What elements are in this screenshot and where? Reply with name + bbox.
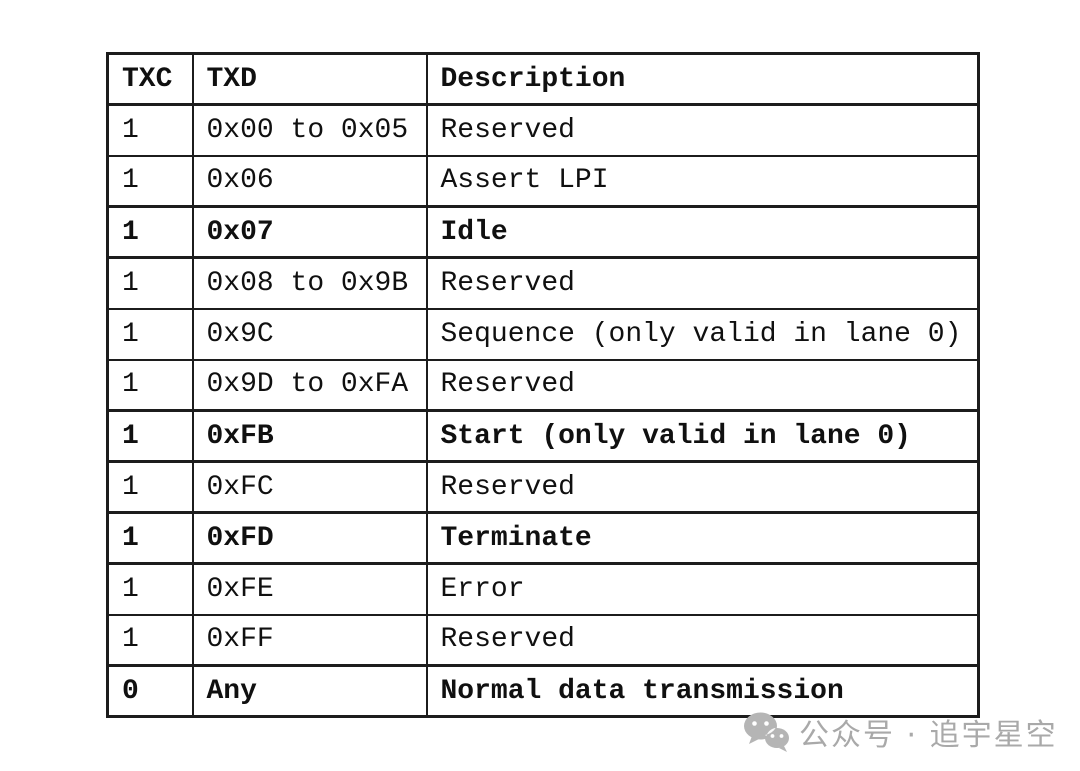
cell-txc: 1 bbox=[106, 460, 194, 514]
cell-txc: 1 bbox=[106, 613, 194, 667]
cell-description: Error bbox=[425, 562, 980, 616]
cell-description: Sequence (only valid in lane 0) bbox=[425, 307, 980, 361]
cell-txd: 0x9C bbox=[191, 307, 428, 361]
cell-txd: 0x06 bbox=[191, 154, 428, 208]
watermark: 公众号 · 追宇星空 bbox=[742, 706, 1058, 758]
cell-txc: 1 bbox=[106, 307, 194, 361]
cell-description: Assert LPI bbox=[425, 154, 980, 208]
cell-txc: 1 bbox=[106, 409, 194, 463]
cell-txc: 1 bbox=[106, 205, 194, 259]
cell-txd: Any bbox=[191, 664, 428, 718]
cell-txd: 0xFE bbox=[191, 562, 428, 616]
cell-description: Start (only valid in lane 0) bbox=[425, 409, 980, 463]
header-description: Description bbox=[425, 52, 980, 106]
cell-description: Normal data transmission bbox=[425, 664, 980, 718]
cell-txc: 1 bbox=[106, 358, 194, 412]
cell-description: Terminate bbox=[425, 511, 980, 565]
wechat-icon bbox=[742, 711, 790, 753]
cell-description: Reserved bbox=[425, 256, 980, 310]
cell-txc: 1 bbox=[106, 103, 194, 157]
cell-description: Reserved bbox=[425, 103, 980, 157]
header-txc: TXC bbox=[106, 52, 194, 106]
cell-txd: 0xFB bbox=[191, 409, 428, 463]
cell-description: Reserved bbox=[425, 460, 980, 514]
cell-description: Reserved bbox=[425, 613, 980, 667]
cell-description: Reserved bbox=[425, 358, 980, 412]
cell-txc: 1 bbox=[106, 256, 194, 310]
cell-description: Idle bbox=[425, 205, 980, 259]
cell-txd: 0xFD bbox=[191, 511, 428, 565]
cell-txd: 0x9D to 0xFA bbox=[191, 358, 428, 412]
cell-txd: 0x08 to 0x9B bbox=[191, 256, 428, 310]
header-row: TXC TXD Description bbox=[106, 52, 980, 106]
cell-txd: 0x00 to 0x05 bbox=[191, 103, 428, 157]
table-header: TXC TXD Description bbox=[106, 52, 980, 106]
cell-txc: 1 bbox=[106, 154, 194, 208]
cell-txd: 0xFC bbox=[191, 460, 428, 514]
header-txd: TXD bbox=[191, 52, 428, 106]
cell-txc: 1 bbox=[106, 562, 194, 616]
watermark-text: 公众号 · 追宇星空 bbox=[799, 718, 1058, 753]
cell-txc: 1 bbox=[106, 511, 194, 565]
cell-txd: 0xFF bbox=[191, 613, 428, 667]
cell-txc: 0 bbox=[106, 664, 194, 718]
cell-txd: 0x07 bbox=[191, 205, 428, 259]
